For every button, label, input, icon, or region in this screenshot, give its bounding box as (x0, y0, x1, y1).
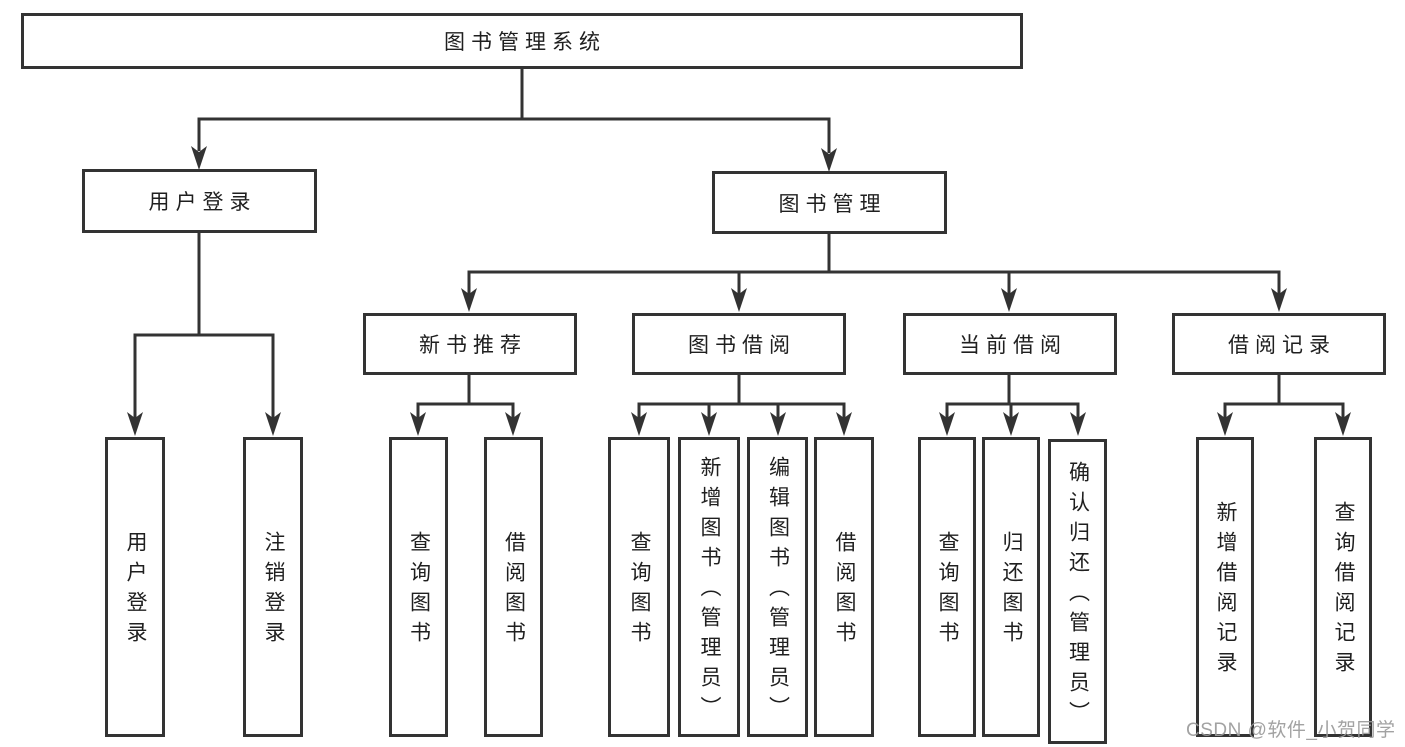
leaf-add-books-admin-label: 新增图书（管理员） (698, 456, 721, 726)
arrow-down-icon (770, 412, 786, 436)
node-borrowing-records: 借阅记录 (1172, 313, 1386, 375)
leaf-logout-label: 注销登录 (262, 531, 285, 651)
leaf-edit-books-admin: 编辑图书（管理员） (747, 437, 808, 737)
arrow-down-icon (127, 412, 143, 436)
arrow-down-icon (1217, 412, 1233, 436)
arrow-down-icon (1003, 412, 1019, 436)
arrow-down-icon (191, 146, 207, 170)
node-user-login: 用户登录 (82, 169, 317, 233)
arrow-down-icon (701, 412, 717, 436)
watermark-text: CSDN @软件_小贺同学 (1186, 720, 1396, 741)
leaf-user-login-label: 用户登录 (124, 531, 147, 651)
arrow-down-icon (731, 288, 747, 312)
node-current-borrowing-label: 当前借阅 (959, 334, 1067, 357)
leaf-query-books-borrowing-label: 查询图书 (628, 531, 651, 651)
leaf-confirm-return-admin-label: 确认归还（管理员） (1066, 460, 1090, 731)
leaf-user-login: 用户登录 (105, 437, 165, 737)
node-book-borrowing: 图书借阅 (632, 313, 846, 375)
arrow-down-icon (265, 412, 281, 436)
leaf-return-books-label: 归还图书 (1000, 531, 1023, 651)
arrow-down-icon (410, 412, 426, 436)
arrow-down-icon (1335, 412, 1351, 436)
arrow-down-icon (821, 148, 837, 172)
node-book-management-label: 图书管理 (778, 192, 887, 216)
leaf-query-books-current-label: 查询图书 (936, 531, 959, 651)
node-user-login-label: 用户登录 (148, 191, 257, 214)
leaf-confirm-return-admin: 确认归还（管理员） (1048, 439, 1107, 744)
leaf-add-books-admin: 新增图书（管理员） (678, 437, 740, 737)
leaf-query-books-current: 查询图书 (918, 437, 976, 737)
leaf-query-books-recommendation-label: 查询图书 (407, 531, 431, 651)
node-borrowing-records-label: 借阅记录 (1228, 334, 1336, 357)
node-current-borrowing: 当前借阅 (903, 313, 1117, 375)
leaf-borrow-books-borrowing-label: 借阅图书 (833, 531, 856, 651)
arrow-down-icon (505, 412, 521, 436)
leaf-return-books: 归还图书 (982, 437, 1040, 737)
leaf-borrow-books-recommendation: 借阅图书 (484, 437, 543, 737)
arrow-down-icon (1271, 288, 1287, 312)
leaf-query-books-recommendation: 查询图书 (389, 437, 448, 737)
leaf-add-borrowing-record-label: 新增借阅记录 (1214, 501, 1237, 681)
leaf-edit-books-admin-label: 编辑图书（管理员） (766, 456, 790, 726)
leaf-add-borrowing-record: 新增借阅记录 (1196, 437, 1254, 737)
arrow-down-icon (836, 412, 852, 436)
node-book-management: 图书管理 (712, 171, 947, 234)
arrow-down-icon (461, 288, 477, 312)
arrow-down-icon (1001, 288, 1017, 312)
node-new-book-recommendation: 新书推荐 (363, 313, 577, 375)
node-new-book-recommendation-label: 新书推荐 (419, 334, 527, 357)
node-book-borrowing-label: 图书借阅 (688, 334, 796, 357)
arrow-down-icon (1070, 412, 1086, 436)
leaf-borrow-books-recommendation-label: 借阅图书 (502, 531, 526, 651)
leaf-query-books-borrowing: 查询图书 (608, 437, 670, 737)
leaf-logout: 注销登录 (243, 437, 303, 737)
leaf-query-borrowing-record-label: 查询借阅记录 (1332, 501, 1355, 681)
arrow-down-icon (631, 412, 647, 436)
node-library-management-system-label: 图书管理系统 (444, 31, 606, 54)
arrow-down-icon (939, 412, 955, 436)
node-library-management-system: 图书管理系统 (21, 13, 1023, 69)
leaf-borrow-books-borrowing: 借阅图书 (814, 437, 874, 737)
leaf-query-borrowing-record: 查询借阅记录 (1314, 437, 1372, 737)
